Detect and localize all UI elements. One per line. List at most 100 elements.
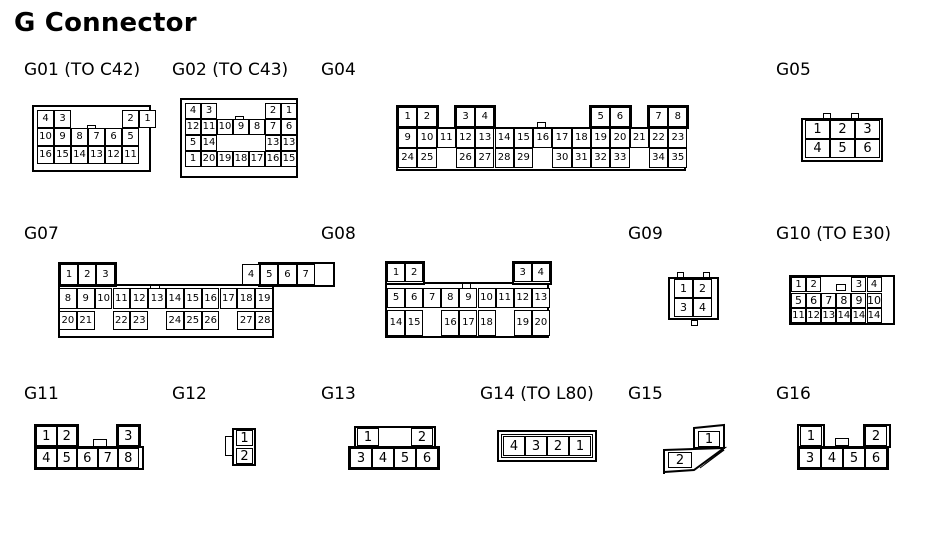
g04-pin: 33	[610, 148, 630, 168]
g11-pin: 6	[77, 448, 98, 468]
g08-pin: 14	[387, 310, 406, 336]
g02-pin: 3	[201, 103, 217, 119]
g15-pin: 1	[698, 431, 720, 447]
g02-pin: 7	[265, 119, 281, 135]
g02-pin: 1	[185, 151, 201, 167]
g10-pin: 8	[836, 293, 852, 308]
g07-pin: 22	[112, 311, 131, 330]
g07-pin: 5	[260, 264, 279, 285]
g15-label: G15	[628, 384, 663, 404]
g01-pin: 8	[71, 128, 88, 146]
g14-pin: 3	[525, 436, 547, 456]
g02-pin: 18	[233, 151, 249, 167]
g08-pin: 12	[513, 288, 532, 308]
g04-pin: 13	[475, 128, 495, 148]
g04-pin: 3	[455, 107, 476, 127]
g01-label: G01 (TO C42)	[24, 60, 141, 80]
g04-pin: 11	[436, 128, 456, 148]
g07-pin: 4	[242, 264, 261, 285]
g05-pin: 4	[805, 139, 830, 158]
g07-pin: 24	[166, 311, 184, 330]
g01-pin: 3	[54, 110, 71, 128]
g12-pin: 2	[236, 448, 253, 464]
g07-pin: 17	[219, 288, 238, 309]
g01-pin: 11	[122, 146, 139, 164]
g04-pin: 4	[475, 107, 495, 127]
g04-pin: 28	[494, 148, 514, 168]
g04-pin: 9	[398, 128, 418, 148]
g08-pin: 3	[513, 263, 532, 282]
g04-lock-tab	[537, 122, 546, 128]
g10-pin: 10	[866, 293, 882, 308]
g04-pin: 31	[571, 148, 591, 168]
g12-label: G12	[172, 384, 207, 404]
page-title: G Connector	[14, 8, 197, 38]
g11-pin: 5	[56, 448, 77, 468]
g07-label: G07	[24, 224, 59, 244]
g16-pin: 3	[799, 448, 821, 468]
g05-label: G05	[776, 60, 811, 80]
g08-pin: 1	[387, 263, 406, 282]
g08-pin: 9	[459, 288, 478, 308]
g12-lock-tab	[225, 436, 233, 456]
g02-pin: 13	[281, 135, 297, 151]
g08-pin: 5	[387, 288, 406, 308]
g14-pin: 4	[503, 436, 525, 456]
g16-pin: 5	[843, 448, 865, 468]
g04-pin: 27	[475, 148, 495, 168]
g08-pin: 19	[513, 310, 532, 336]
g10-pin: 2	[806, 277, 822, 292]
g10-lock-tab	[836, 284, 846, 291]
g02-pin: 20	[201, 151, 217, 167]
g15-pin: 2	[668, 452, 692, 468]
g01-pin: 14	[71, 146, 88, 164]
g07-pin: 15	[183, 288, 202, 309]
g05-pin: 5	[830, 139, 855, 158]
g04-pin: 2	[417, 107, 437, 127]
g02-pin: 19	[217, 151, 233, 167]
g04-pin: 21	[629, 128, 649, 148]
g10-pin: 4	[866, 277, 882, 292]
g05-lock-tab	[823, 113, 831, 119]
g08-pin: 2	[405, 263, 424, 282]
g04-pin: 10	[417, 128, 437, 148]
g13-pin: 5	[394, 448, 416, 468]
g04-pin: 8	[668, 107, 688, 127]
g16-label: G16	[776, 384, 811, 404]
g05-pin: 6	[855, 139, 880, 158]
g02-pin: 13	[265, 135, 281, 151]
g01-pin: 4	[37, 110, 54, 128]
g01-pin: 10	[37, 128, 54, 146]
g01-pin: 2	[122, 110, 139, 128]
g09-lock-tab	[703, 272, 710, 278]
g11-label: G11	[24, 384, 59, 404]
g08-pin: 10	[477, 288, 496, 308]
g04-pin: 23	[668, 128, 688, 148]
g04-pin: 35	[668, 148, 688, 168]
g07-pin: 1	[60, 264, 79, 285]
g12-pin: 1	[236, 430, 253, 446]
g09-label: G09	[628, 224, 663, 244]
g07-pin: 11	[112, 288, 131, 309]
g08-pin: 13	[531, 288, 550, 308]
g04-pin: 5	[591, 107, 611, 127]
g07-pin: 13	[148, 288, 166, 309]
g02-pin: 9	[233, 119, 249, 135]
g02-pin: 15	[281, 151, 297, 167]
g07-pin: 25	[183, 311, 202, 330]
g07-pin: 20	[59, 311, 77, 330]
g09-pin: 1	[674, 279, 693, 298]
g08-pin: 6	[405, 288, 424, 308]
g07-pin: 27	[237, 311, 256, 330]
g10-pin: 1	[791, 277, 807, 292]
g10-pin: 6	[806, 293, 822, 308]
g04-pin: 7	[648, 107, 669, 127]
g01-pin: 1	[139, 110, 156, 128]
g14-pin: 2	[547, 436, 569, 456]
g04-pin: 26	[455, 148, 476, 168]
g07-pin: 26	[201, 311, 220, 330]
g04-pin: 18	[571, 128, 591, 148]
g05-pin: 3	[855, 120, 880, 139]
g09-pin: 4	[693, 298, 712, 317]
g08-pin: 16	[441, 310, 460, 336]
